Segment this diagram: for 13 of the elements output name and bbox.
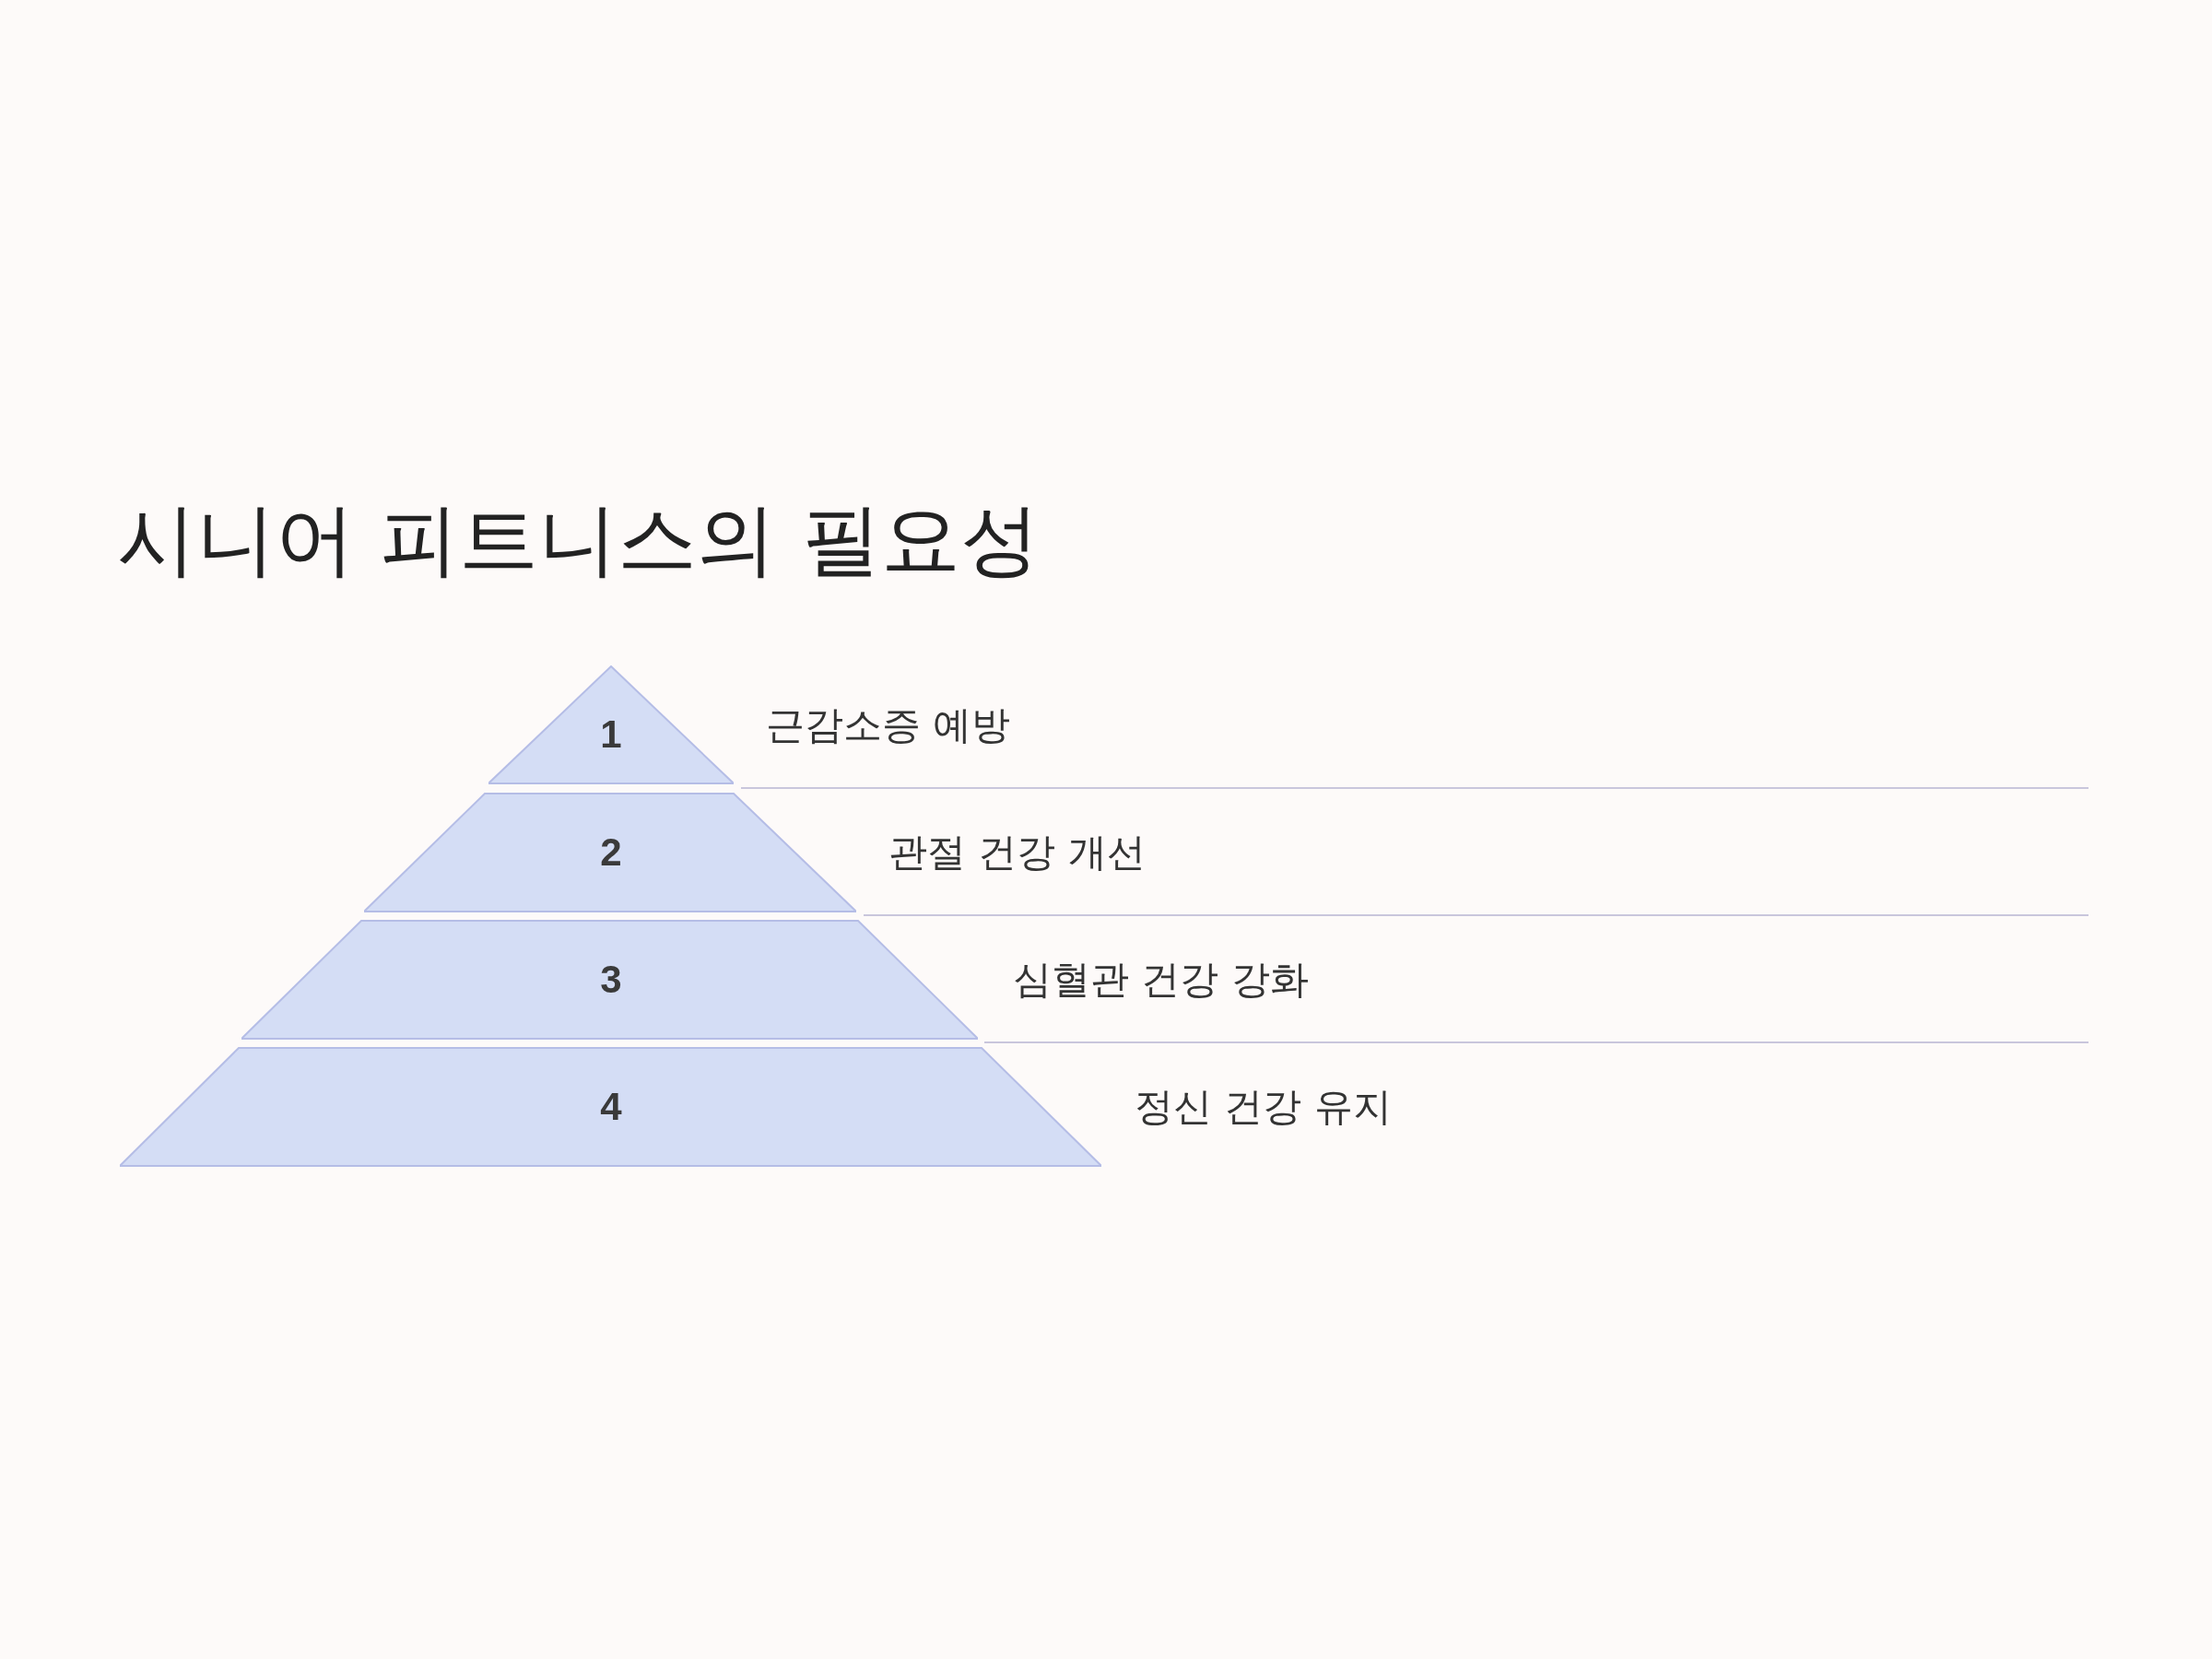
tier-number: 1 bbox=[600, 712, 622, 757]
pyramid-tier bbox=[120, 1047, 1101, 1167]
tier-number: 3 bbox=[600, 958, 622, 1002]
pyramid-tier bbox=[364, 793, 856, 912]
pyramid-tier bbox=[488, 665, 734, 784]
tier-label: 심혈관 건강 강화 bbox=[1013, 956, 1309, 1004]
tier-number: 2 bbox=[600, 830, 622, 875]
tier-number: 4 bbox=[600, 1085, 622, 1129]
title: 시니어 피트니스의 필요성 bbox=[117, 492, 1040, 587]
tier-label: 관절 건강 개선 bbox=[888, 829, 1146, 877]
tier-label: 근감소증 예방 bbox=[766, 701, 1011, 749]
tier-label: 정신 건강 유지 bbox=[1135, 1083, 1392, 1131]
pyramid-tier bbox=[241, 920, 978, 1040]
